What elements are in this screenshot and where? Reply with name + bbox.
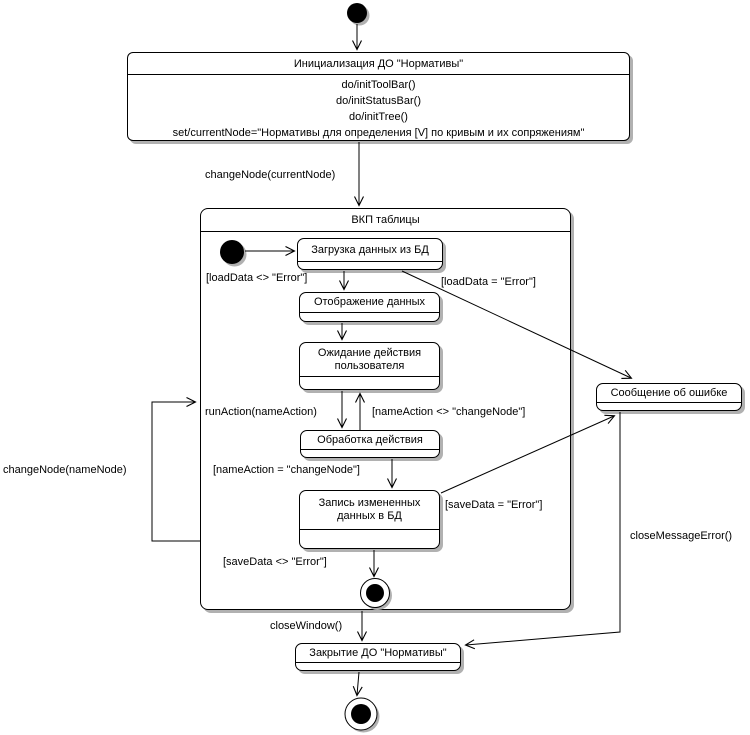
- state-title: Отображение данных: [313, 296, 426, 308]
- state-compartment: [296, 662, 460, 670]
- state-title: Запись измененных данных в БД: [318, 497, 421, 522]
- state-compartment: [597, 402, 741, 410]
- state-title: Обработка действия: [317, 433, 423, 446]
- state-action: set/currentNode="Нормативы для определен…: [172, 127, 585, 139]
- state-close-do: Закрытие ДО "Нормативы": [295, 643, 461, 671]
- transition-label-save-ok: [saveData <> "Error"]: [223, 556, 327, 568]
- state-compartment: [300, 376, 439, 389]
- state-save-data: Запись измененных данных в БД: [299, 490, 440, 549]
- state-title: Ожидание действия пользователя: [317, 346, 422, 372]
- state-compartment: [298, 261, 442, 269]
- state-wait-user-action: Ожидание действия пользователя: [299, 342, 440, 390]
- state-title: Сообщение об ошибке: [610, 386, 728, 399]
- state-title: Загрузка данных из БД: [311, 243, 429, 256]
- transition-label-name-action-change: [nameAction = "changeNode"]: [213, 464, 360, 476]
- transition-close-to-final: [352, 671, 363, 697]
- state-display-data: Отображение данных: [299, 292, 440, 322]
- state-action: do/initTree(): [349, 111, 408, 123]
- state-process-action: Обработка действия: [300, 430, 440, 458]
- state-title: Закрытие ДО "Нормативы": [309, 646, 447, 659]
- state-compartment: [300, 529, 439, 548]
- state-action: do/initStatusBar(): [336, 95, 421, 107]
- state-actions: do/initToolBar() do/initStatusBar() do/i…: [128, 75, 629, 141]
- transition-label-close-window: closeWindow(): [270, 620, 343, 632]
- transition-label-change-node-name: changeNode(nameNode): [3, 464, 127, 476]
- final-state-icon: [344, 697, 380, 733]
- state-init-do: Инициализация ДО "Нормативы" do/initTool…: [127, 52, 630, 141]
- transition-label-name-action-not-change: [nameAction <> "changeNode"]: [372, 406, 526, 418]
- transition-label-load-error: [loadData = "Error"]: [441, 276, 536, 288]
- initial-state-icon: [347, 3, 370, 26]
- transition-label-change-node-current: changeNode(currentNode): [205, 169, 336, 181]
- transition-label-close-message-error: closeMessageError(): [630, 530, 733, 542]
- state-compartment: [301, 449, 439, 457]
- transition-composite-selfloop: [151, 397, 200, 542]
- state-title: ВКП таблицы: [201, 209, 570, 232]
- transition-label-run-action: runAction(nameAction): [205, 406, 317, 418]
- state-action: do/initToolBar(): [341, 79, 416, 91]
- state-title: Инициализация ДО "Нормативы": [128, 53, 629, 75]
- transition-label-load-ok: [loadData <> "Error"]: [206, 272, 308, 284]
- transition-label-save-error: [saveData = "Error"]: [445, 499, 543, 511]
- state-error-message: Сообщение об ошибке: [596, 383, 742, 411]
- state-compartment: [300, 312, 439, 321]
- state-load-data: Загрузка данных из БД: [297, 238, 443, 270]
